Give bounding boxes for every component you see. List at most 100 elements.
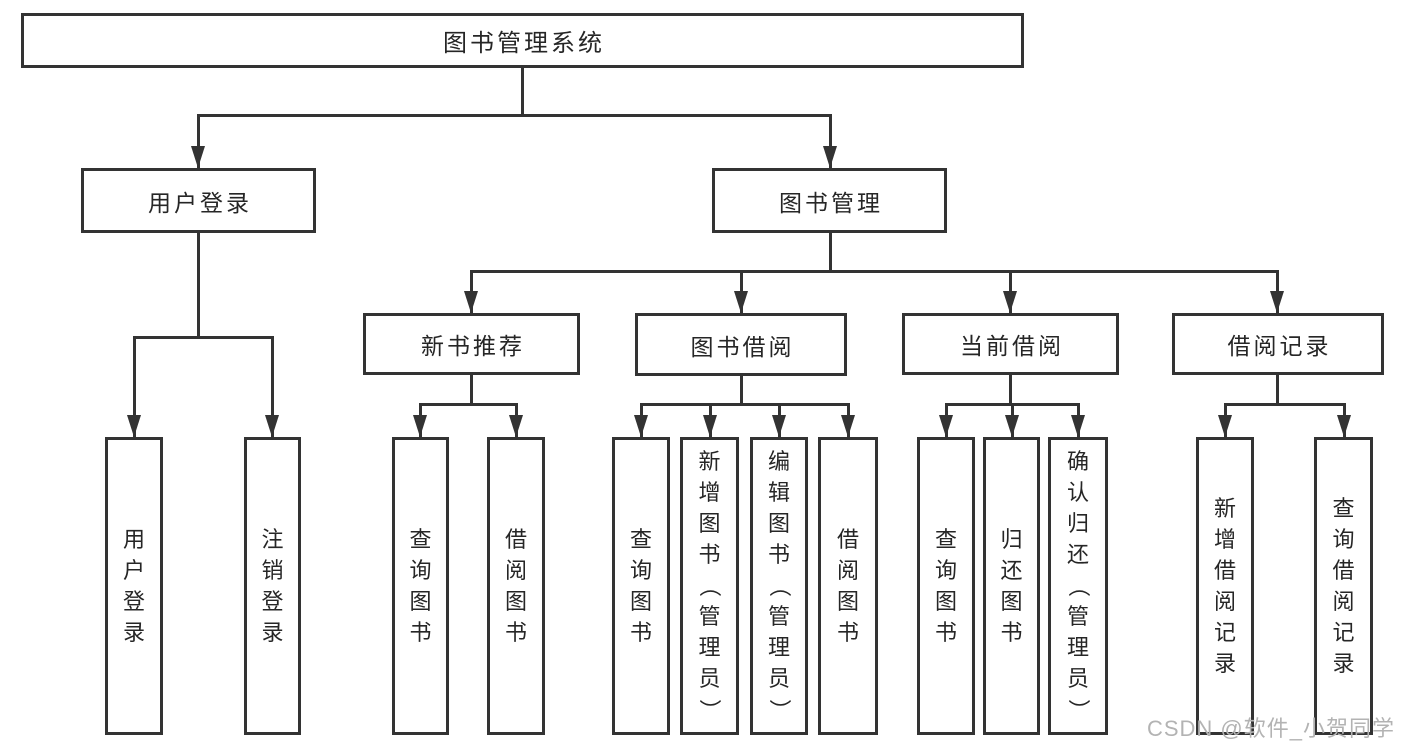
node-label-char: 图 (836, 588, 859, 614)
node-label: 图书管理系统 (443, 30, 605, 57)
node-label-char: 查 (934, 526, 957, 552)
node-label-char: 询 (409, 557, 432, 583)
node-label-char: 录 (1332, 650, 1355, 676)
arrow-down-icon (823, 146, 837, 168)
node-label-char: 管 (767, 604, 790, 629)
arrow-down-icon (265, 415, 279, 437)
connector-stem (1275, 375, 1279, 405)
node-label-char: 理 (767, 635, 790, 660)
node-label-char: （ (1065, 574, 1091, 598)
node-label-char: 图 (1000, 588, 1023, 614)
node-label-char: 询 (629, 557, 652, 583)
node-label-char: 图 (504, 588, 527, 614)
node-label-char: 员 (698, 666, 721, 691)
node-label-char: 图 (629, 588, 652, 614)
node-bb-query-books: 查询图书 (612, 437, 670, 735)
node-label-char: 书 (409, 619, 432, 645)
connector-bar (639, 402, 850, 406)
connector-stem (196, 233, 200, 338)
node-label-char: 户 (122, 557, 145, 583)
node-cb-return-books: 归还图书 (983, 437, 1040, 735)
node-label-char: 登 (122, 588, 145, 614)
node-label-char: 注 (261, 526, 284, 552)
connector-stem (739, 376, 743, 405)
node-book-borrowing: 图书借阅 (635, 313, 847, 376)
node-cb-confirm-return: 确认归还（管理员） (1048, 437, 1108, 735)
node-label-char: 阅 (1213, 588, 1236, 614)
node-label-vertical: 查询图书 (920, 440, 972, 732)
node-label-char: 确 (1066, 449, 1089, 474)
node-label-char: 记 (1213, 619, 1236, 645)
node-cb-query-books: 查询图书 (917, 437, 975, 735)
node-label-char: ） (1065, 698, 1091, 722)
node-logout-login: 注销登录 (244, 437, 301, 735)
arrow-down-icon (1071, 415, 1085, 437)
node-label-vertical: 查询图书 (615, 440, 667, 732)
node-label-char: 理 (1066, 635, 1089, 660)
arrow-down-icon (464, 291, 478, 313)
node-label-vertical: 确认归还（管理员） (1051, 440, 1105, 732)
node-label-char: 查 (409, 526, 432, 552)
node-label-char: 员 (1066, 666, 1089, 691)
node-label-char: ） (697, 698, 723, 722)
node-label-vertical: 新增图书（管理员） (683, 440, 736, 732)
arrow-down-icon (1270, 291, 1284, 313)
node-label-char: 归 (1066, 511, 1089, 536)
node-label-char: 新 (1213, 495, 1236, 521)
connector-bar (132, 335, 274, 339)
arrow-down-icon (1337, 415, 1351, 437)
node-bb-borrow-books: 借阅图书 (818, 437, 878, 735)
node-label-char: 询 (934, 557, 957, 583)
arrow-down-icon (734, 291, 748, 313)
node-label: 图书管理 (779, 189, 883, 216)
node-label-char: 理 (698, 635, 721, 660)
node-label-char: 书 (504, 619, 527, 645)
node-label-char: 归 (1000, 526, 1023, 552)
node-label: 图书借阅 (690, 333, 795, 360)
node-user-login: 用户登录 (105, 437, 163, 735)
node-label-vertical: 归还图书 (986, 440, 1037, 732)
node-label-char: 增 (698, 480, 721, 505)
node-label: 用户登录 (148, 189, 252, 216)
connector-arrow-stem (132, 337, 136, 437)
node-label-char: 借 (504, 526, 527, 552)
node-label-char: 书 (767, 542, 790, 567)
node-nb-query-books: 查询图书 (392, 437, 449, 735)
node-label-char: 编 (767, 449, 790, 474)
watermark: CSDN @软件_小贺同学 (1146, 716, 1395, 741)
node-label-char: 管 (698, 604, 721, 629)
node-label-char: 借 (1213, 557, 1236, 583)
node-label-char: 用 (122, 526, 145, 552)
node-borrowing-records: 借阅记录 (1172, 313, 1384, 375)
node-label-vertical: 借阅图书 (490, 440, 542, 732)
arrow-down-icon (703, 415, 717, 437)
node-label-char: 书 (1000, 619, 1023, 645)
connector-arrow-stem (270, 337, 274, 437)
connector-arrow-stem (828, 115, 832, 168)
arrow-down-icon (634, 415, 648, 437)
node-label-char: 还 (1066, 542, 1089, 567)
connector-bar (418, 402, 518, 406)
node-label-char: 管 (1066, 604, 1089, 629)
arrow-down-icon (772, 415, 786, 437)
connector-arrow-stem (196, 115, 200, 168)
node-user-login-menu: 用户登录 (81, 168, 316, 233)
connector-stem (520, 68, 524, 116)
arrow-down-icon (127, 415, 141, 437)
node-label-char: 阅 (504, 557, 527, 583)
node-label-char: 辑 (767, 480, 790, 505)
arrow-down-icon (841, 415, 855, 437)
node-label-char: 询 (1332, 526, 1355, 552)
node-book-management: 图书管理 (712, 168, 947, 233)
node-label-char: 书 (934, 619, 957, 645)
node-label-char: 书 (629, 619, 652, 645)
node-label-char: 还 (1000, 557, 1023, 583)
node-label-char: （ (766, 574, 792, 598)
node-label-char: 图 (767, 511, 790, 536)
node-label-char: 录 (261, 619, 284, 645)
node-bb-edit-books: 编辑图书（管理员） (750, 437, 808, 735)
node-label: 新书推荐 (421, 333, 525, 359)
node-label-vertical: 借阅图书 (821, 440, 875, 732)
node-label-char: 员 (767, 666, 790, 691)
node-label-vertical: 查询借阅记录 (1317, 440, 1370, 732)
